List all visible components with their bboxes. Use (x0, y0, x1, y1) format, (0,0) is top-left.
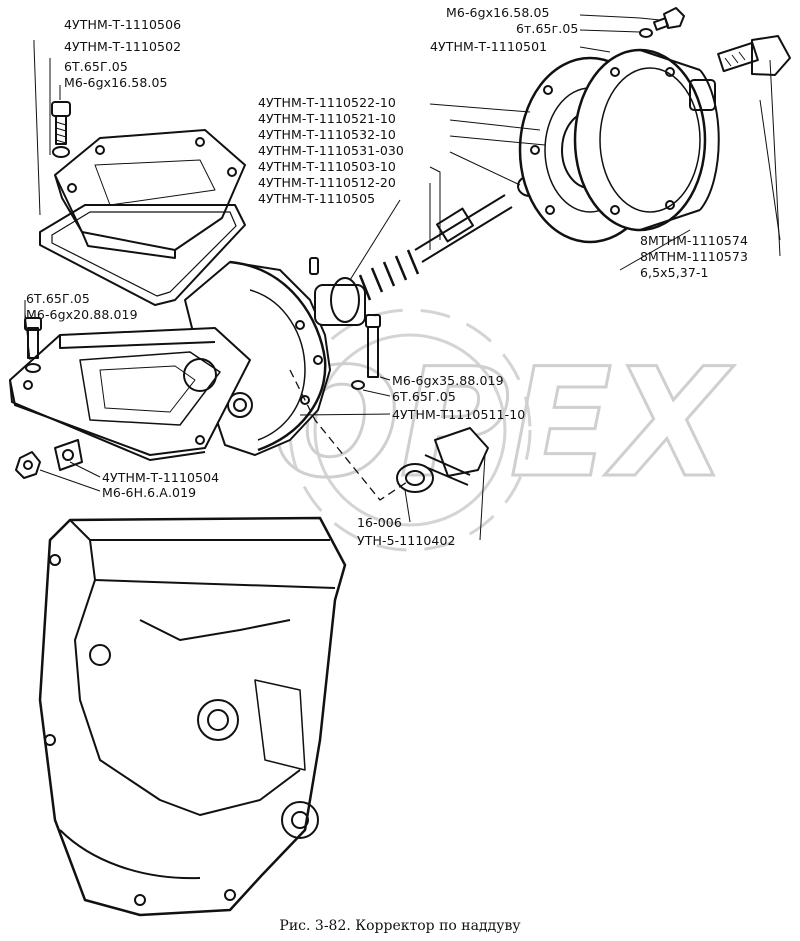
label-bolt-mid-left: М6-6gx20.88.019 (26, 307, 138, 322)
label-stack-1: 4УТНМ-Т-1110522-10 (258, 95, 396, 110)
label-right-1: 8МТНМ-1110574 (640, 233, 749, 248)
label-washer-top-left: 6Т.65Г.05 (64, 59, 128, 74)
bolt-mid-right (351, 314, 381, 390)
label-stack-6: 4УТНМ-Т-1110512-20 (258, 175, 396, 190)
label-bolt-top-left: М6-6gx16.58.05 (64, 75, 168, 90)
label-plug: УТН-5-1110402 (357, 533, 456, 548)
label-bolt-mid-right: М6-6gx35.88.019 (392, 373, 504, 388)
bolt-right (717, 35, 791, 76)
label-bolt-top-right: М6-6gx16.58.05 (446, 5, 550, 20)
flange-cover (573, 48, 720, 232)
label-washer-top-right: 6т.65г.05 (516, 21, 579, 36)
label-washer-mid-right: 6Т.65Г.05 (392, 389, 456, 404)
label-body: 4УТНМ-Т1110511-10 (392, 407, 526, 422)
bolt-top-left (51, 101, 71, 158)
nut-and-stud (15, 439, 83, 479)
leader-lines (24, 14, 781, 541)
label-base: 4УТНМ-Т-1110504 (102, 470, 220, 485)
label-stack-2: 4УТНМ-Т-1110521-10 (258, 111, 396, 126)
cover-gasket (39, 204, 246, 306)
base-plate (9, 327, 251, 461)
label-right-2: 8МТНМ-1110573 (640, 249, 749, 264)
label-stack-3: 4УТНМ-Т-1110532-10 (258, 127, 396, 142)
dowel-pin (309, 257, 319, 275)
label-washer-mid-left: 6Т.65Г.05 (26, 291, 90, 306)
label-cover: 4УТНМ-Т-1110506 (64, 17, 182, 32)
label-stack-7: 4УТНМ-Т-1110505 (258, 191, 376, 206)
label-stack-4: 4УТНМ-Т-1110531-030 (258, 143, 404, 158)
cover-plate (54, 129, 246, 259)
watermark-logo: OPEX (271, 308, 736, 552)
label-flange: 4УТНМ-Т-1110501 (430, 39, 548, 54)
bolt-top-right (639, 7, 685, 38)
drain-plug (396, 427, 489, 493)
label-right-3: 6,5x5,37-1 (640, 265, 709, 280)
label-stack-5: 4УТНМ-Т-1110503-10 (258, 159, 396, 174)
label-washer-plug: 16-006 (357, 515, 402, 530)
figure-caption: Рис. 3-82. Корректор по наддуву (279, 918, 521, 934)
assembly-line (289, 369, 411, 501)
label-nut: М6-6Н.6.А.019 (102, 485, 197, 500)
gearbox-housing (38, 516, 347, 917)
watermark-text: OPEX (272, 337, 734, 511)
label-gasket: 4УТНМ-Т-1110502 (64, 39, 182, 54)
